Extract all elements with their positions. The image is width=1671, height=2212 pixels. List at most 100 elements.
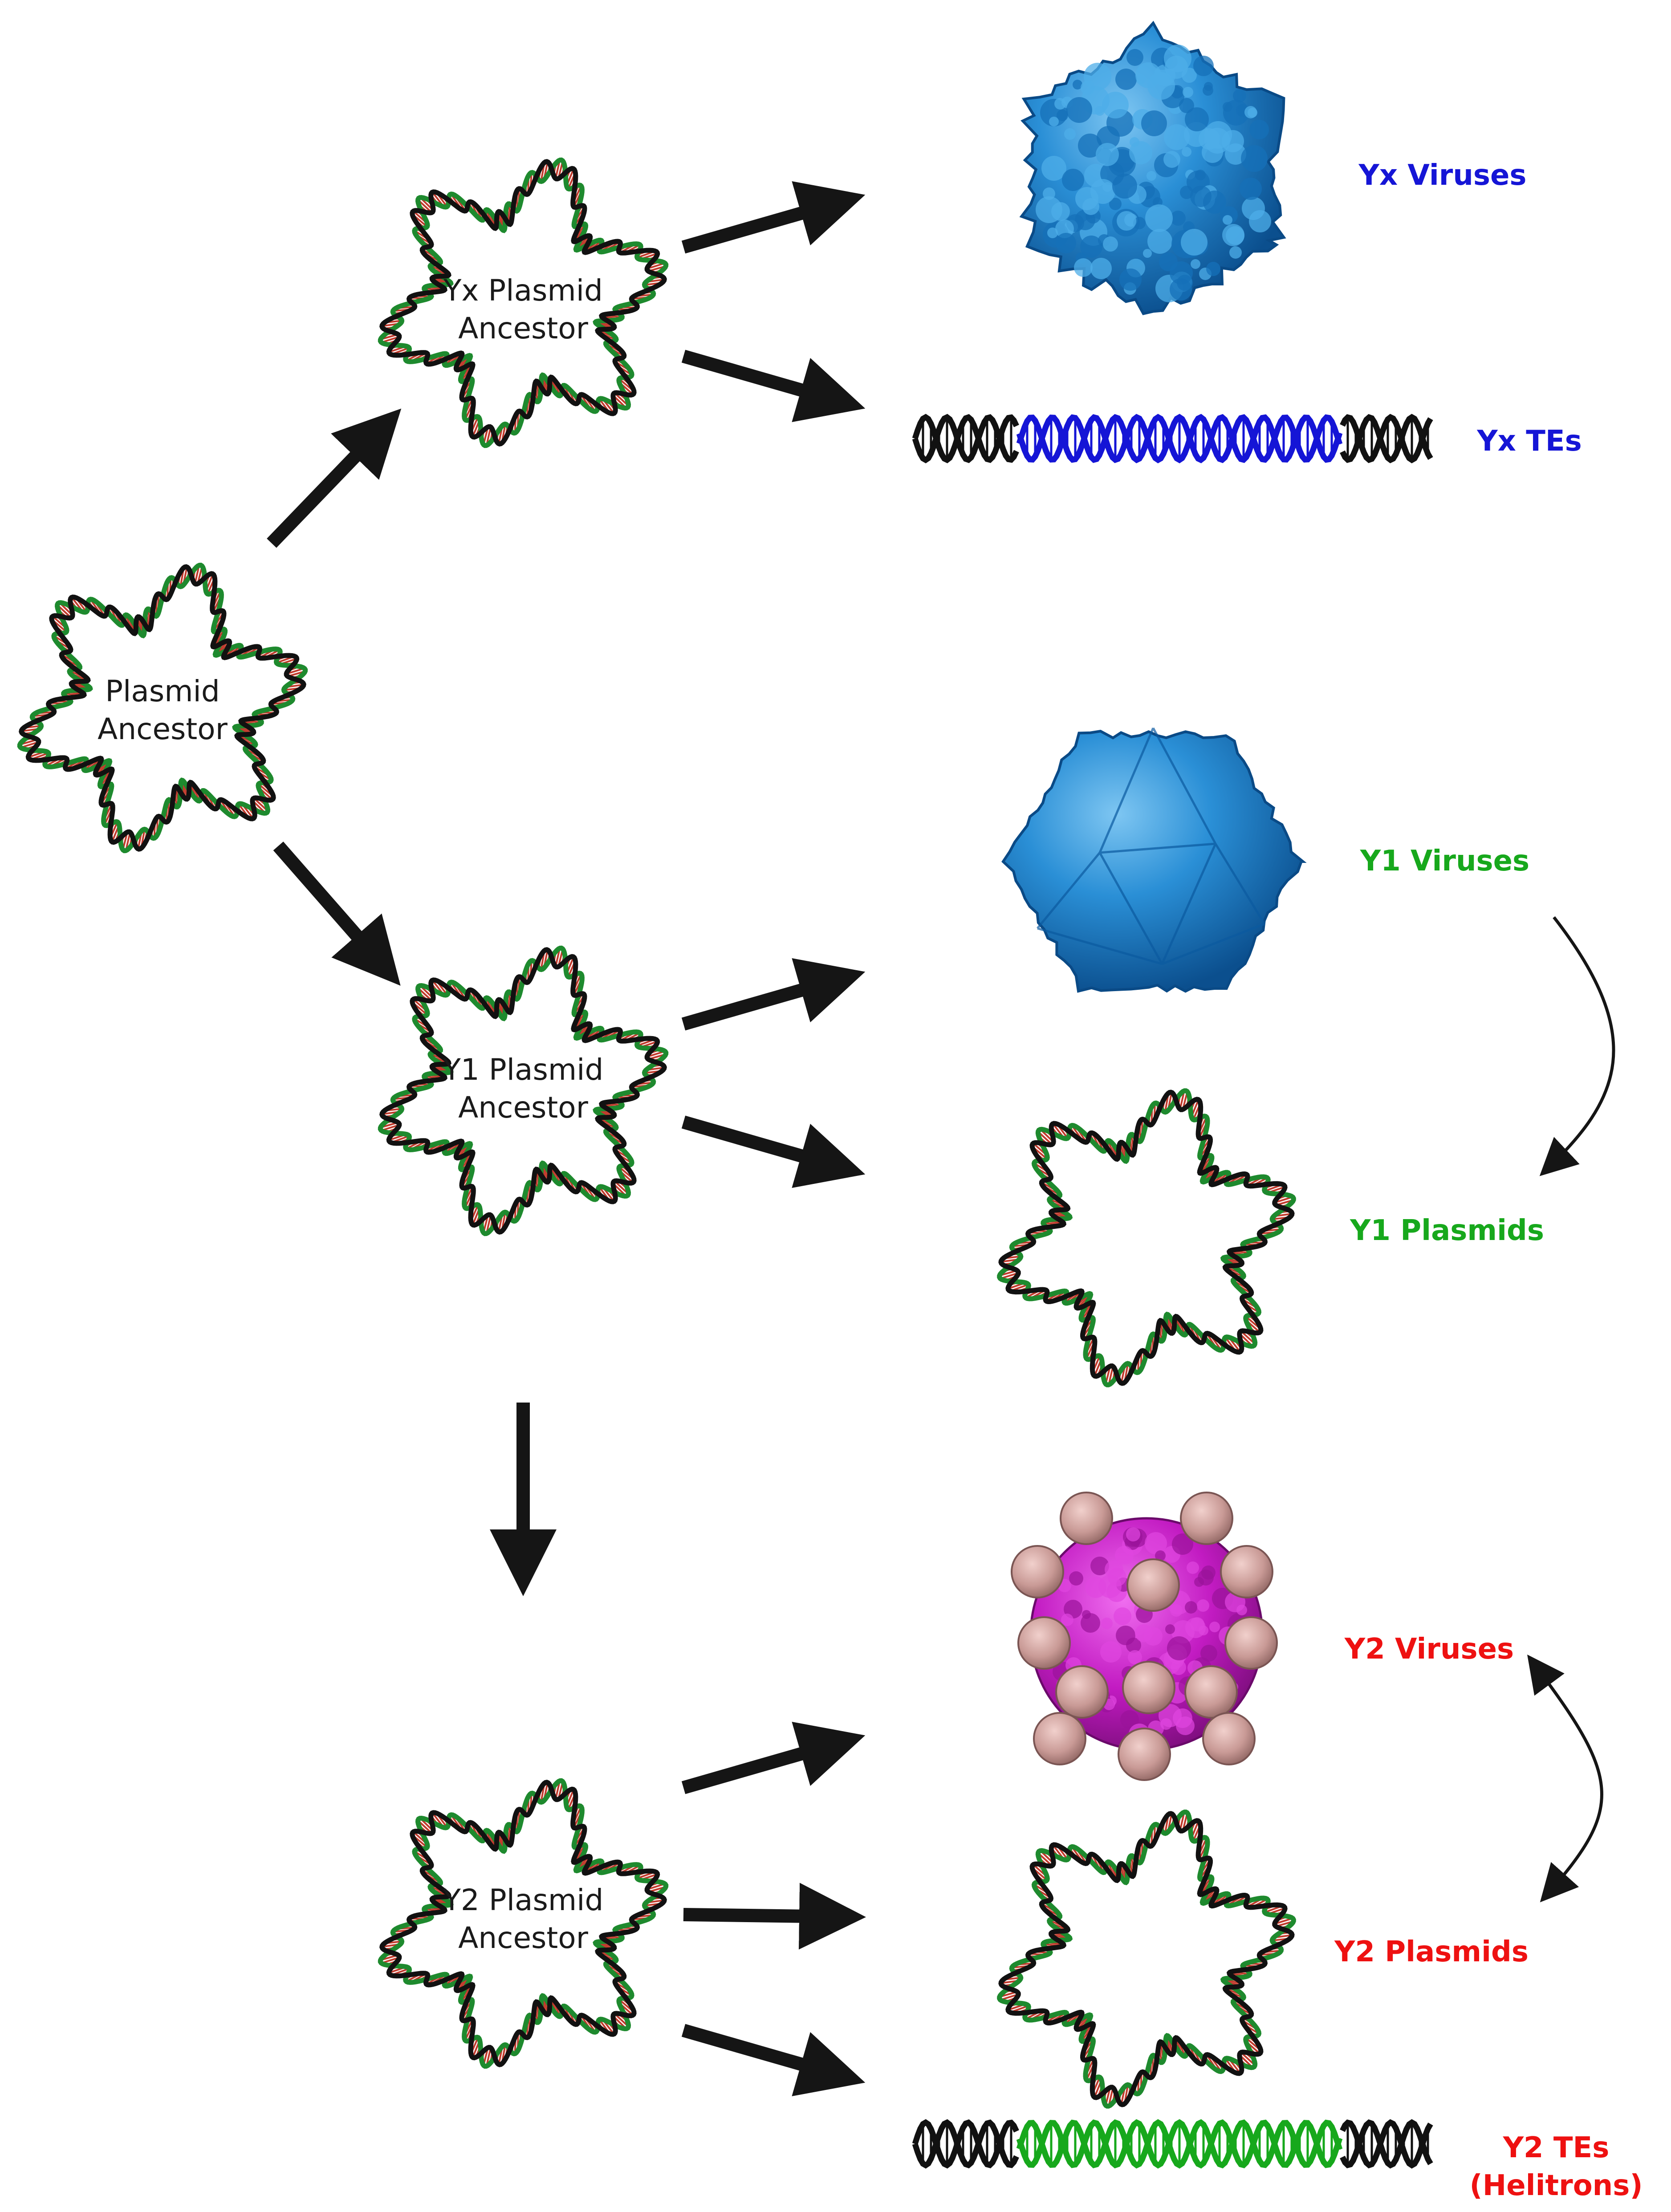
dna-rungs: [999, 1090, 1294, 1385]
capsid-bump: [1187, 1561, 1199, 1574]
dna-strand: [1340, 2119, 1433, 2169]
capsid-bump: [1115, 69, 1137, 90]
facet-edge: [1037, 927, 1163, 965]
capsid-bump: [1047, 228, 1058, 238]
dna-strand: [1016, 414, 1343, 464]
y1-viruses-label: Y1 Viruses: [1360, 845, 1529, 878]
capsid-bump: [1181, 229, 1208, 256]
arrow-root-to-y1: [273, 842, 401, 986]
capsid-spikes: [1011, 1492, 1278, 1781]
capsid-bump: [1135, 62, 1161, 88]
capsid-bump: [1171, 1660, 1186, 1675]
y2-plasmids-label: Y2 Plasmids: [1334, 1936, 1529, 1968]
capsid-bump: [1183, 87, 1193, 98]
capsid-bump: [1103, 236, 1118, 252]
y2-plasmids-ring: [997, 1809, 1296, 2109]
y1-plasmid-ring: [378, 945, 669, 1236]
capsid-bump: [1074, 258, 1093, 277]
capsid-bump: [1223, 215, 1232, 225]
capsid-bump: [1242, 197, 1265, 220]
capsid-bump: [1133, 217, 1146, 229]
y2-ancestor-label-2: Ancestor: [458, 1921, 589, 1955]
dna-rungs: [999, 1812, 1294, 2106]
arrow-y1-viruses-to-plasmids: [1539, 916, 1615, 1176]
capsid-bump: [1204, 121, 1232, 149]
capsid-bump: [1116, 1626, 1135, 1645]
capsid-bump: [1126, 49, 1143, 66]
capsid-bump: [1049, 117, 1059, 126]
capsid-bump: [1064, 128, 1076, 140]
capsid-spike: [1033, 1712, 1086, 1765]
dna-strand: [1016, 2119, 1343, 2169]
arrow-y2-to-tes: [681, 2024, 866, 2097]
facet-edge: [1098, 852, 1163, 965]
y2-tes-label: Y2 TEs: [1503, 2131, 1610, 2164]
capsid-bump: [1179, 98, 1194, 113]
capsid-bump: [1080, 236, 1102, 258]
capsid-spike: [1011, 1545, 1064, 1598]
root-ancestor-label-2: Ancestor: [98, 712, 228, 746]
capsid-bump: [1145, 204, 1173, 232]
capsid-bump: [1120, 1710, 1139, 1729]
y2-virus-capsid: [1011, 1492, 1278, 1781]
capsid-bump: [1185, 107, 1209, 131]
yx-virus-capsid: [1019, 20, 1286, 315]
capsid-bump: [1191, 259, 1200, 269]
capsid-bump: [1100, 1641, 1122, 1663]
ancestor-labels: Plasmid Ancestor Yx Plasmid Ancestor Y1 …: [98, 273, 603, 1955]
yx-viruses-label: Yx Viruses: [1358, 159, 1527, 192]
capsid-bump: [1244, 106, 1257, 118]
capsid-bump: [1041, 156, 1066, 181]
capsid-bump: [1061, 1614, 1073, 1626]
curved-arrows: [1527, 916, 1615, 1903]
dna-strand: [1016, 414, 1343, 464]
dna-strand: [1340, 2119, 1433, 2169]
capsid-bump: [1147, 171, 1156, 181]
capsid-bump: [1081, 1613, 1100, 1633]
capsid-bump: [1193, 56, 1214, 76]
capsid-bump: [1117, 211, 1136, 231]
capsid-spike: [1202, 1712, 1256, 1765]
arrow-y2-to-viruses: [681, 1721, 866, 1794]
capsid-bump: [1170, 261, 1193, 285]
capsid-bump: [1209, 1622, 1220, 1632]
capsid-bump: [1147, 229, 1172, 254]
dna-strand-black: [379, 1780, 667, 2067]
dna-strand-black: [998, 1811, 1295, 2107]
dna-strand-black: [19, 564, 306, 852]
capsid-bump: [1101, 1618, 1113, 1629]
capsid-bump: [1056, 233, 1076, 253]
capsid-bump: [1115, 1546, 1134, 1565]
capsid-spike: [1017, 1616, 1071, 1670]
capsid-bump: [1164, 124, 1190, 150]
capsid-bump: [1143, 249, 1152, 258]
y2-ancestor-label: Y2 Plasmid: [443, 1883, 604, 1917]
y2-tes-label-2: (Helitrons): [1469, 2169, 1643, 2202]
yx-ancestor-label-2: Ancestor: [458, 311, 589, 346]
facet-edge: [1161, 843, 1217, 965]
capsid-bump: [1185, 1601, 1197, 1614]
root-ancestor-label: Plasmid: [105, 674, 220, 708]
capsid-shape: [1001, 729, 1307, 993]
dna-strand-green: [997, 1088, 1296, 1387]
capsid-bump: [1096, 143, 1119, 166]
capsid-bump: [1164, 45, 1191, 72]
capsid-spike: [1220, 1545, 1273, 1598]
capsid-bump: [1233, 89, 1246, 102]
capsid-bump: [1185, 1618, 1206, 1638]
capsid-bump: [1223, 102, 1232, 112]
y2-plasmid-ring: [378, 1778, 669, 2069]
y1-virus-capsid: [1001, 727, 1307, 993]
capsid-bump: [1167, 1636, 1191, 1660]
capsid-spike: [1180, 1492, 1233, 1545]
dna-strand: [1016, 2119, 1343, 2169]
y1-ancestor-label-2: Ancestor: [458, 1090, 589, 1125]
capsid-bump: [1176, 1716, 1195, 1735]
arrow-y1-to-viruses: [681, 958, 866, 1031]
yx-ancestor-label: Yx Plasmid: [443, 273, 603, 308]
y2-te-dna: [912, 2119, 1433, 2169]
outcome-labels: Yx Viruses Yx TEs Y1 Viruses Y1 Plasmids…: [1334, 159, 1643, 2202]
capsid-bump: [1112, 174, 1137, 199]
dna-strand-green: [997, 1809, 1296, 2109]
plasmid-rings: [17, 157, 1296, 2109]
